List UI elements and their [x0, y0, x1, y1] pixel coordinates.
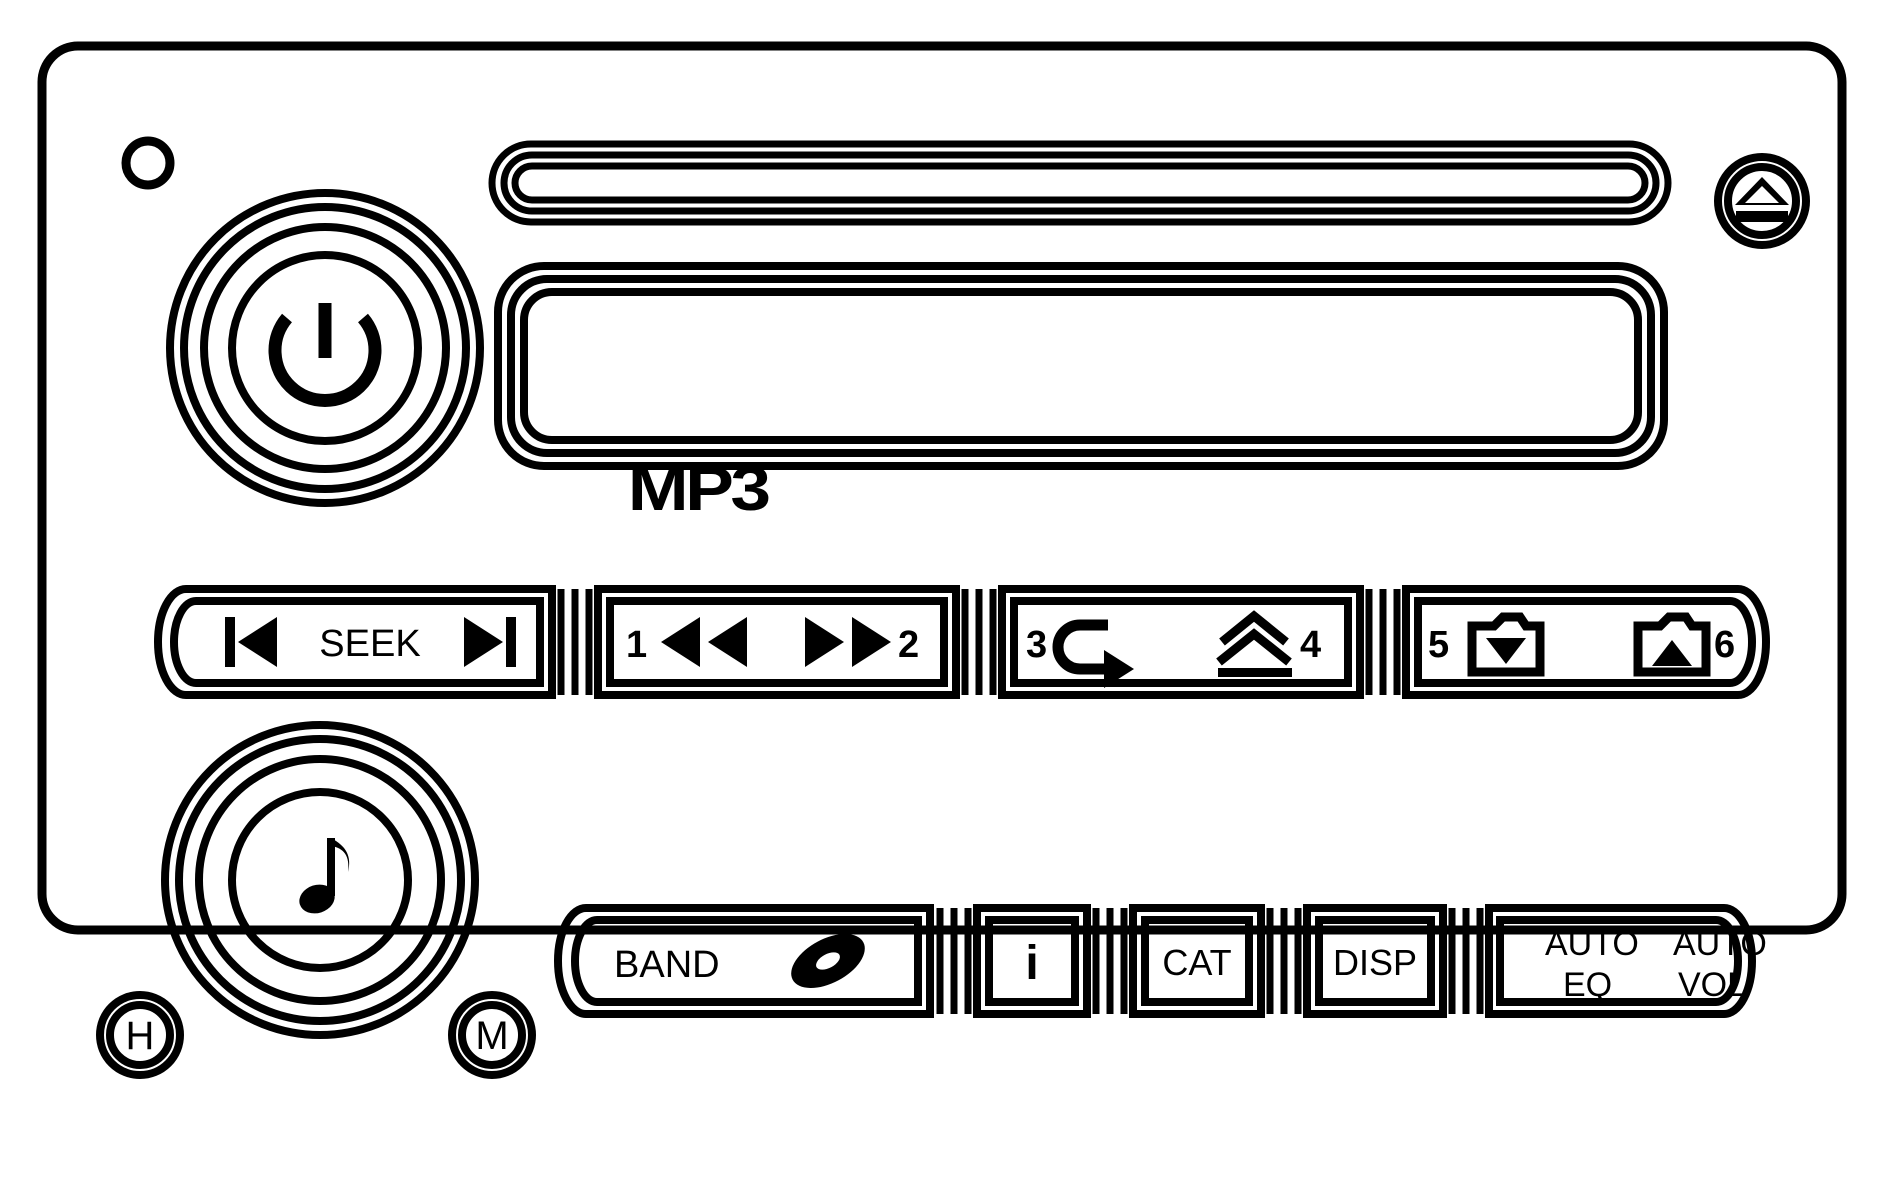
button-separator [936, 908, 972, 1014]
minute-button[interactable]: M [448, 991, 536, 1079]
chevron-stack-icon [1216, 610, 1292, 677]
preset-6-label: 6 [1714, 624, 1735, 666]
cd-disc-icon [791, 933, 865, 989]
band-label: BAND [614, 944, 720, 986]
hour-button-label: H [126, 1014, 155, 1058]
seek-button[interactable]: SEEK [154, 585, 556, 699]
auto-eq-auto-vol-button[interactable]: AUTO EQ AUTO VOL [1485, 904, 1767, 1018]
eject-icon [1735, 177, 1789, 222]
skip-previous-icon [225, 617, 277, 667]
cd-mp3-panel [494, 262, 1668, 470]
preset-button-3-4[interactable]: 3 4 [998, 585, 1364, 699]
tune-sound-knob[interactable] [161, 721, 479, 1039]
seek-label: SEEK [319, 623, 420, 665]
button-separator [1448, 908, 1484, 1014]
rewind-icon [661, 617, 747, 667]
preset-5-label: 5 [1428, 624, 1449, 666]
repeat-icon [1052, 619, 1134, 688]
minute-button-label: M [475, 1014, 508, 1058]
info-label: i [1025, 937, 1038, 990]
auto-eq-label-line2: EQ [1563, 966, 1612, 1004]
skip-next-icon [464, 617, 516, 667]
info-button[interactable]: i [973, 904, 1091, 1018]
power-volume-knob[interactable] [166, 189, 484, 507]
preset-3-label: 3 [1026, 624, 1047, 666]
auto-vol-label-line2: VOL [1678, 966, 1746, 1004]
button-separator [1266, 908, 1302, 1014]
mp3-logo-text: MP3 [628, 455, 769, 524]
fast-forward-icon [805, 617, 891, 667]
preset-2-label: 2 [898, 624, 919, 666]
ir-sensor-dot [121, 136, 175, 190]
disp-label: DISP [1333, 942, 1417, 983]
button-separator [961, 589, 997, 695]
button-separator [557, 589, 593, 695]
auto-eq-label-line1: AUTO [1545, 925, 1639, 963]
category-button[interactable]: CAT [1129, 904, 1265, 1018]
band-button[interactable]: BAND [554, 904, 934, 1018]
music-note-icon [299, 838, 350, 914]
preset-button-5-6[interactable]: 5 6 [1402, 585, 1770, 699]
preset-1-label: 1 [626, 624, 647, 666]
auto-vol-label-line1: AUTO [1673, 925, 1767, 963]
cd-insert-slot[interactable] [488, 140, 1672, 226]
folder-up-icon [1633, 612, 1711, 677]
hour-button[interactable]: H [96, 991, 184, 1079]
display-button[interactable]: DISP [1303, 904, 1447, 1018]
preset-4-label: 4 [1300, 624, 1321, 666]
folder-down-icon [1467, 612, 1545, 677]
preset-button-1-2[interactable]: 1 2 [594, 585, 960, 699]
mp3-logo: MP3 [628, 455, 773, 524]
power-icon [268, 303, 382, 407]
button-separator [1092, 908, 1128, 1014]
cat-label: CAT [1162, 942, 1231, 983]
button-separator [1365, 589, 1401, 695]
eject-button[interactable] [1714, 153, 1810, 249]
